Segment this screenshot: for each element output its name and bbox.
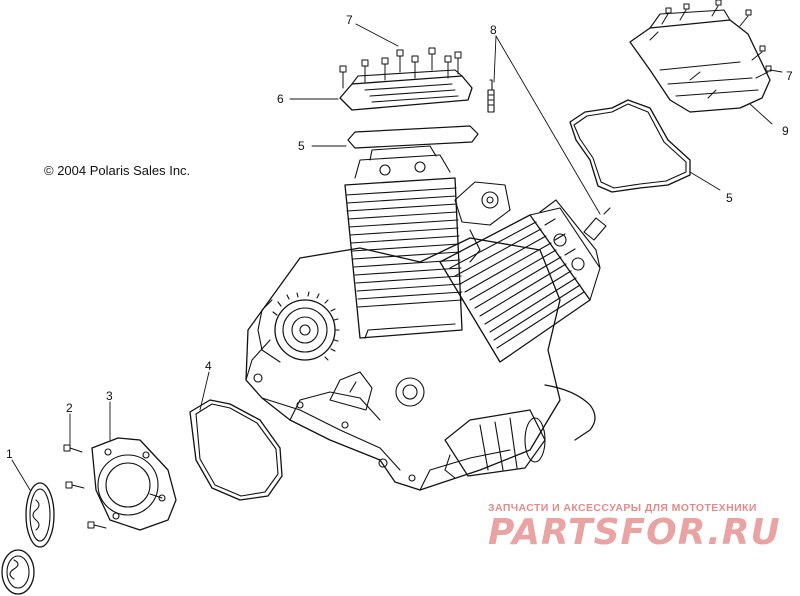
copyright-text: © 2004 Polaris Sales Inc. <box>44 163 191 178</box>
rear-cylinder <box>344 145 463 339</box>
front-cylinder <box>439 199 601 363</box>
part-6-rocker-cover <box>339 69 473 111</box>
part-3-cam-cover <box>91 437 177 531</box>
callout-6: 6 <box>277 92 284 106</box>
watermark-tagline: ЗАПЧАСТИ И АКСЕССУАРЫ ДЛЯ МОТОТЕХНИКИ <box>488 502 757 514</box>
part-5-gasket-rear <box>347 125 479 149</box>
part-7-bolts-front <box>649 0 772 99</box>
callout-7-top: 7 <box>346 13 353 27</box>
part-1-medallion <box>1 482 55 595</box>
cam-gear <box>257 291 340 363</box>
starter-motor <box>444 409 546 479</box>
callout-7-right: 7 <box>786 69 793 83</box>
part-8-spark-plugs <box>487 79 611 241</box>
callout-4: 4 <box>205 359 212 373</box>
part-9-rocker-cover <box>629 9 771 113</box>
part-4-gasket <box>189 399 283 501</box>
part-5-gasket-front <box>569 99 691 193</box>
watermark-brand: PARTSFOR.RU <box>488 512 781 553</box>
part-2-screws <box>63 444 163 529</box>
crankcase <box>245 237 561 491</box>
callout-5-left: 5 <box>298 139 305 153</box>
oil-filter <box>395 377 425 407</box>
callout-1: 1 <box>6 447 13 461</box>
callout-5-right: 5 <box>726 191 733 205</box>
callout-2: 2 <box>66 401 73 415</box>
callouts: 7 6 5 8 5 7 9 4 3 2 1 <box>6 13 793 461</box>
cam-housing <box>454 181 511 263</box>
leader-lines <box>11 23 783 491</box>
callout-8: 8 <box>490 23 497 37</box>
oil-line <box>544 384 596 441</box>
part-7-bolts <box>339 47 462 89</box>
callout-9: 9 <box>782 124 789 138</box>
callout-3: 3 <box>106 389 113 403</box>
